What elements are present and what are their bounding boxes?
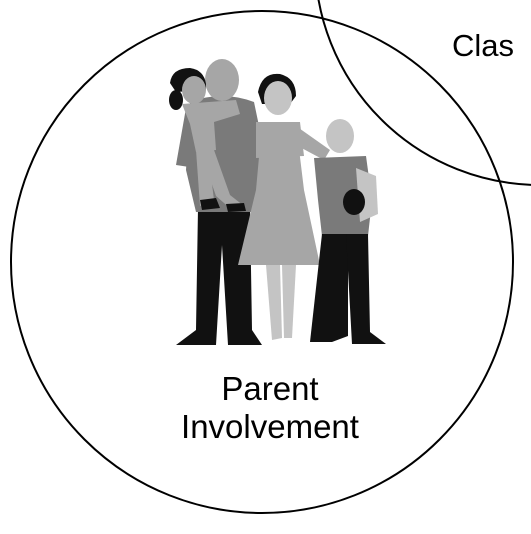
son-figure (310, 119, 386, 344)
daughter-figure (169, 68, 246, 212)
parent-involvement-label-line2: Involvement (181, 408, 359, 445)
family-illustration (169, 59, 386, 345)
parent-involvement-circle (10, 10, 514, 514)
overlapping-circle-label: Clas (452, 28, 515, 63)
parent-involvement-label-line1: Parent (221, 370, 319, 407)
mother-figure (238, 73, 330, 340)
parent-involvement-label: Parent Involvement (150, 370, 390, 446)
